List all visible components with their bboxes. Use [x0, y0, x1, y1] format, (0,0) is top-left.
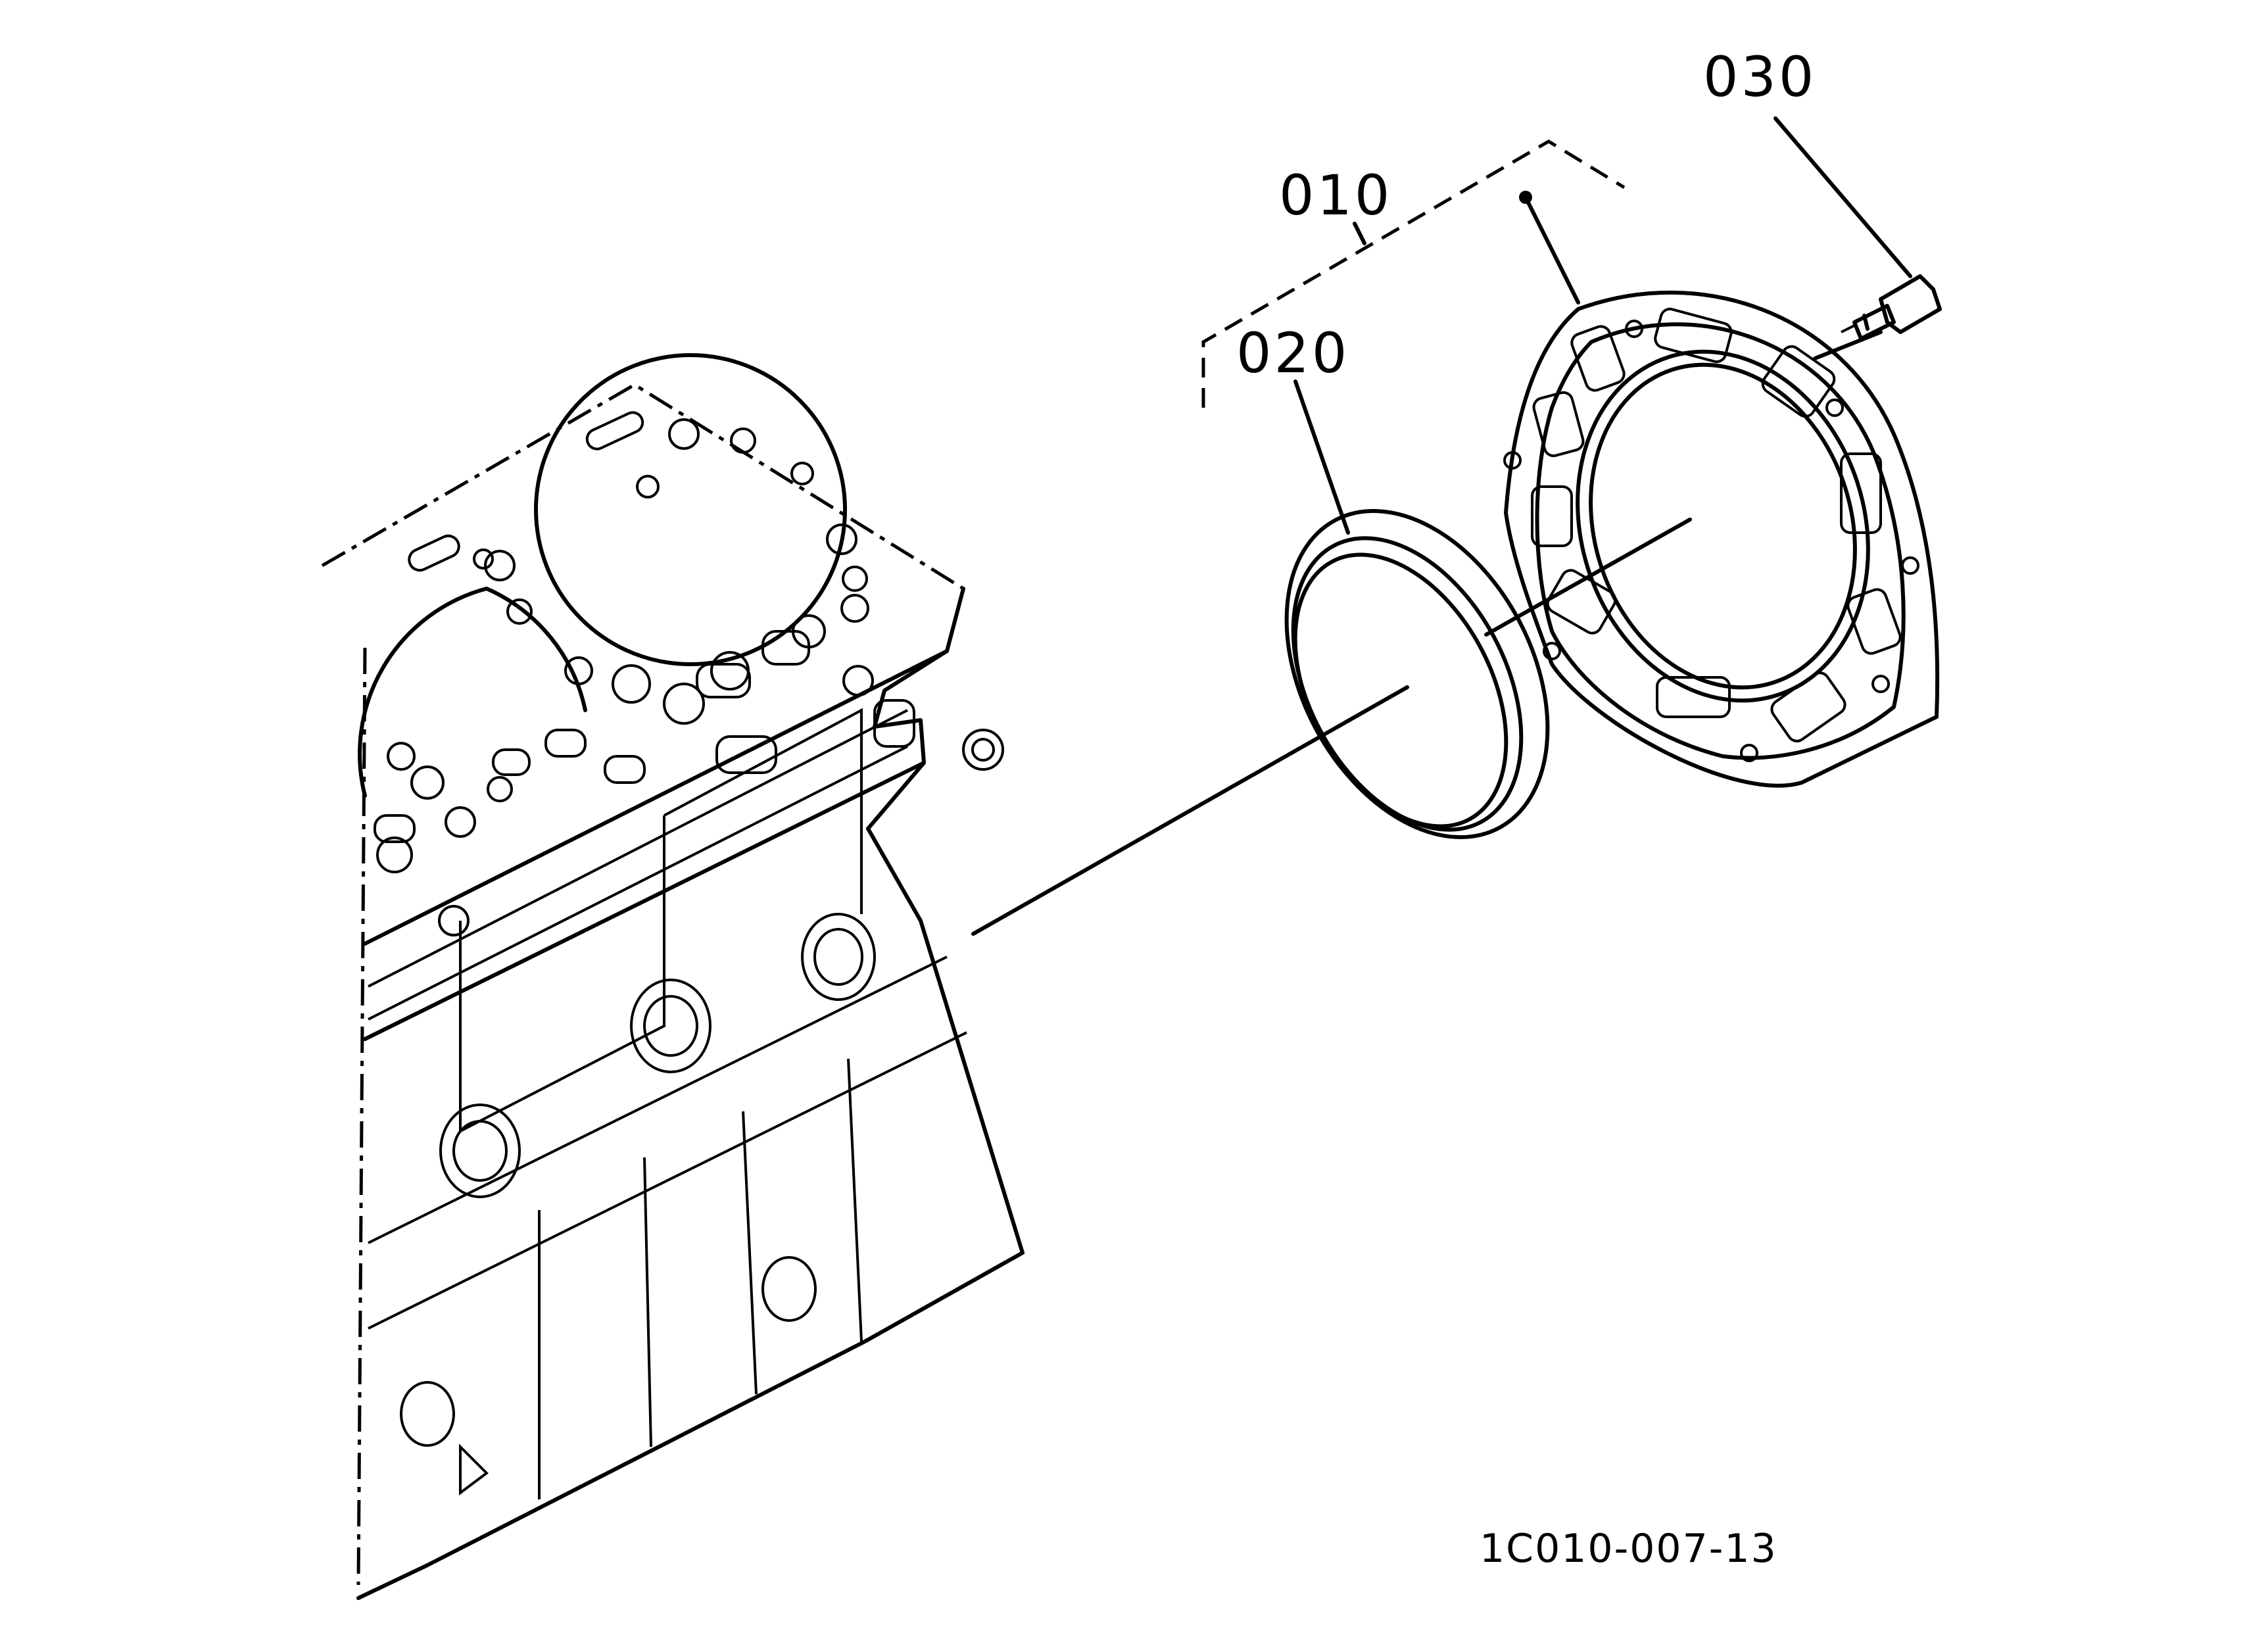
figure-id-label: 1C010-007-13 [1480, 1526, 1777, 1572]
oil-seal-case [1503, 290, 1940, 788]
oil-seal-020 [1284, 509, 1692, 839]
leader-lines [1201, 116, 1912, 535]
bolt-030 [1841, 274, 1942, 341]
callout-030: 030 [1703, 45, 1817, 109]
engine-block [321, 353, 1409, 1600]
callout-020: 020 [1236, 321, 1350, 385]
callout-010: 010 [1279, 163, 1393, 228]
